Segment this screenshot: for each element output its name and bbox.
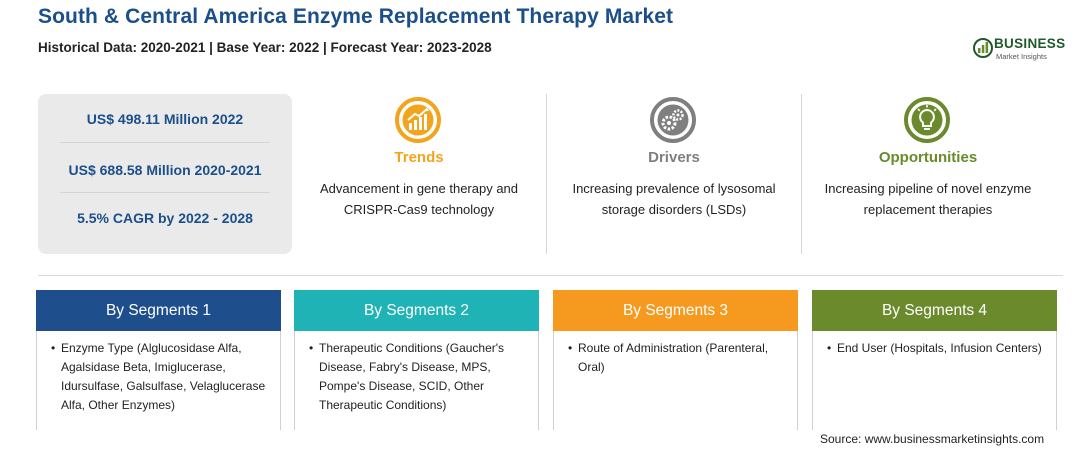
segment-1-body: • Enzyme Type (Alglucosidase Alfa, Agals… (36, 331, 281, 430)
segment-3-item-text: Route of Administration (Parenteral, Ora… (578, 341, 769, 374)
segment-4-header: By Segments 4 (812, 290, 1057, 331)
segment-card-1: By Segments 1 • Enzyme Type (Alglucosida… (36, 290, 281, 430)
segment-4-item: • End User (Hospitals, Infusion Centers) (827, 339, 1049, 358)
trends-column: Trends Advancement in gene therapy and C… (297, 94, 541, 254)
segment-1-item: • Enzyme Type (Alglucosidase Alfa, Agals… (51, 339, 273, 415)
growth-chart-icon (395, 97, 441, 143)
drivers-text: Increasing prevalence of lysosomal stora… (572, 181, 776, 217)
segment-1-header: By Segments 1 (36, 290, 281, 331)
segment-card-3: By Segments 3 • Route of Administration … (553, 290, 798, 430)
stats-panel: US$ 498.11 Million 2022 US$ 688.58 Milli… (38, 94, 292, 254)
page-title: South & Central America Enzyme Replaceme… (38, 5, 674, 28)
page-subtitle: Historical Data: 2020-2021 | Base Year: … (38, 40, 492, 55)
bullet-icon: • (309, 341, 314, 355)
segment-3-header: By Segments 3 (553, 290, 798, 331)
segment-4-item-text: End User (Hospitals, Infusion Centers) (837, 341, 1042, 355)
logo-wordmark: BUSINESS (994, 36, 1066, 51)
column-divider (546, 94, 547, 254)
segment-4-body: • End User (Hospitals, Infusion Centers) (812, 331, 1057, 430)
stat-market-size-2022: US$ 498.11 Million 2022 (86, 111, 244, 127)
trends-text: Advancement in gene therapy and CRISPR-C… (319, 181, 519, 217)
segment-card-2: By Segments 2 • Therapeutic Conditions (… (294, 290, 539, 430)
segment-2-header: By Segments 2 (294, 290, 539, 331)
bullet-icon: • (827, 341, 832, 355)
segment-card-4: By Segments 4 • End User (Hospitals, Inf… (812, 290, 1057, 430)
bullet-icon: • (568, 341, 573, 355)
opportunities-heading: Opportunities (878, 149, 978, 166)
segment-3-body: • Route of Administration (Parenteral, O… (553, 331, 798, 430)
stat-market-size-historical: US$ 688.58 Million 2020-2021 (68, 162, 262, 178)
source-credit: Source: www.businessmarketinsights.com (820, 432, 1045, 446)
segment-2-item-text: Therapeutic Conditions (Gaucher's Diseas… (319, 341, 505, 412)
segment-1-item-text: Enzyme Type (Alglucosidase Alfa, Agalsid… (61, 341, 266, 412)
segment-3-item: • Route of Administration (Parenteral, O… (568, 339, 790, 377)
lightbulb-icon (904, 97, 950, 143)
opportunities-column: Opportunities Increasing pipeline of nov… (806, 94, 1050, 254)
section-divider (38, 275, 1063, 276)
trends-heading: Trends (394, 149, 444, 166)
company-logo: BUSINESS Market Insights (972, 35, 1066, 63)
bullet-icon: • (51, 341, 56, 355)
segment-2-body: • Therapeutic Conditions (Gaucher's Dise… (294, 331, 539, 430)
stat-divider (60, 142, 270, 143)
drivers-column: Drivers Increasing prevalence of lysosom… (552, 94, 796, 254)
column-divider (801, 94, 802, 254)
segment-2-item: • Therapeutic Conditions (Gaucher's Dise… (309, 339, 531, 415)
stat-cagr: 5.5% CAGR by 2022 - 2028 (77, 210, 253, 226)
drivers-heading: Drivers (648, 149, 700, 166)
gears-icon (650, 97, 696, 143)
opportunities-text: Increasing pipeline of novel enzyme repl… (824, 181, 1032, 217)
logo-tagline: Market Insights (996, 52, 1047, 61)
logo-globe-icon (973, 38, 993, 58)
stat-divider (60, 192, 270, 193)
